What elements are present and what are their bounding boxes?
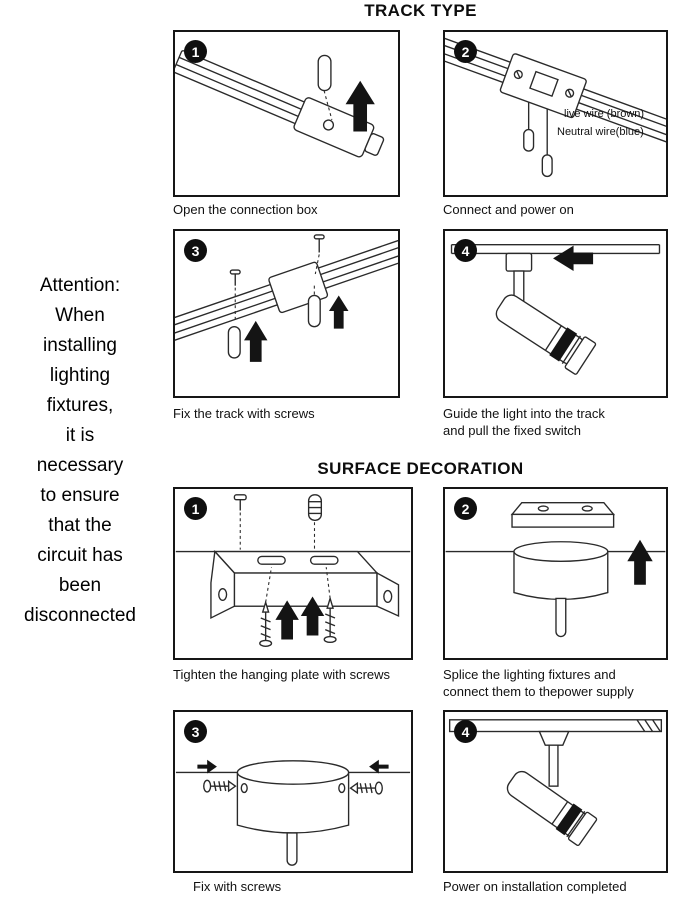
wire-label-live: live wire (brown) (564, 108, 645, 120)
step-number: 1 (191, 500, 200, 517)
step-panel-surface-1: 1 (173, 487, 413, 660)
step-number: 3 (191, 723, 200, 740)
right-arrow-icon (197, 759, 217, 774)
wire-label-neutral: Neutral wire(blue) (557, 126, 644, 138)
step-caption-surface-2: Splice the lighting fixtures and connect… (443, 667, 634, 699)
step-caption-track-3: Fix the track with screws (173, 406, 315, 421)
screw-pin (307, 294, 321, 328)
illustration-open-connection-box (175, 50, 385, 158)
step-caption-surface-1: Tighten the hanging plate with screws (173, 667, 391, 682)
step-panel-track-2: 2 live wire (brown) Neutral wire(blue) (443, 30, 668, 197)
up-arrow-icon (300, 596, 325, 636)
step-number-badge: 3 (184, 239, 207, 262)
illustration-hanging-plate (175, 494, 411, 647)
attention-note: Attention: When installing lighting fixt… (24, 275, 136, 626)
screw-pin (227, 325, 241, 359)
step-number-badge: 1 (184, 497, 207, 520)
up-arrow-icon (244, 320, 268, 362)
spotlight (506, 770, 598, 846)
step-number: 3 (191, 242, 200, 259)
canopy-cup (236, 771, 350, 834)
step-number: 1 (191, 43, 200, 60)
step-caption-track-1: Open the connection box (173, 202, 318, 217)
hanging-plate-top (213, 550, 379, 574)
step-number: 2 (461, 43, 470, 60)
up-arrow-icon (328, 295, 349, 329)
step-number: 4 (461, 723, 470, 740)
wire-end-neutral (541, 154, 553, 178)
illustration-fix-screws (175, 759, 411, 866)
mount-bracket (510, 501, 616, 516)
left-arrow-icon (553, 245, 594, 272)
step-number-badge: 4 (454, 720, 477, 743)
up-arrow-icon (275, 600, 299, 640)
step-number: 2 (461, 500, 470, 517)
step-panel-track-3: 3 (173, 229, 400, 398)
step-number-badge: 2 (454, 497, 477, 520)
step-panel-track-1: 1 (173, 30, 400, 197)
track-adapter (505, 252, 533, 272)
hanging-plate-front (233, 572, 378, 607)
step-number: 4 (461, 242, 470, 259)
illustration-splice-fixtures (445, 501, 666, 638)
spotlight (495, 294, 597, 375)
illustration-guide-light (450, 243, 661, 375)
up-arrow-icon (345, 80, 375, 132)
left-arrow-icon (369, 759, 389, 774)
step-panel-track-4: 4 (443, 229, 668, 398)
step-caption-surface-4: Power on installation completed (443, 879, 627, 894)
fixture-rod (555, 597, 567, 638)
fixture-rod (286, 832, 298, 866)
step-panel-surface-4: 4 (443, 710, 668, 873)
illustration-power-on-complete (448, 719, 663, 846)
step-caption-track-4: Guide the light into the track and pull … (443, 406, 605, 438)
connector-pin (317, 54, 332, 92)
ceiling-strip (448, 719, 663, 733)
step-caption-track-2: Connect and power on (443, 202, 574, 217)
illustration-fix-track-screws (175, 233, 398, 362)
step-number-badge: 1 (184, 40, 207, 63)
fixture-rod (548, 744, 559, 787)
step-number-badge: 3 (184, 720, 207, 743)
wire-end-live (523, 128, 535, 152)
section-title-surface-decoration: SURFACE DECORATION (317, 459, 524, 478)
mount-base (538, 730, 570, 746)
step-number-badge: 4 (454, 239, 477, 262)
step-caption-surface-3: Fix with screws (193, 879, 282, 894)
up-arrow-icon (627, 539, 653, 585)
step-number-badge: 2 (454, 40, 477, 63)
section-title-track-type: TRACK TYPE (364, 1, 477, 20)
step-panel-surface-2: 2 (443, 487, 668, 660)
step-panel-surface-3: 3 (173, 710, 413, 873)
